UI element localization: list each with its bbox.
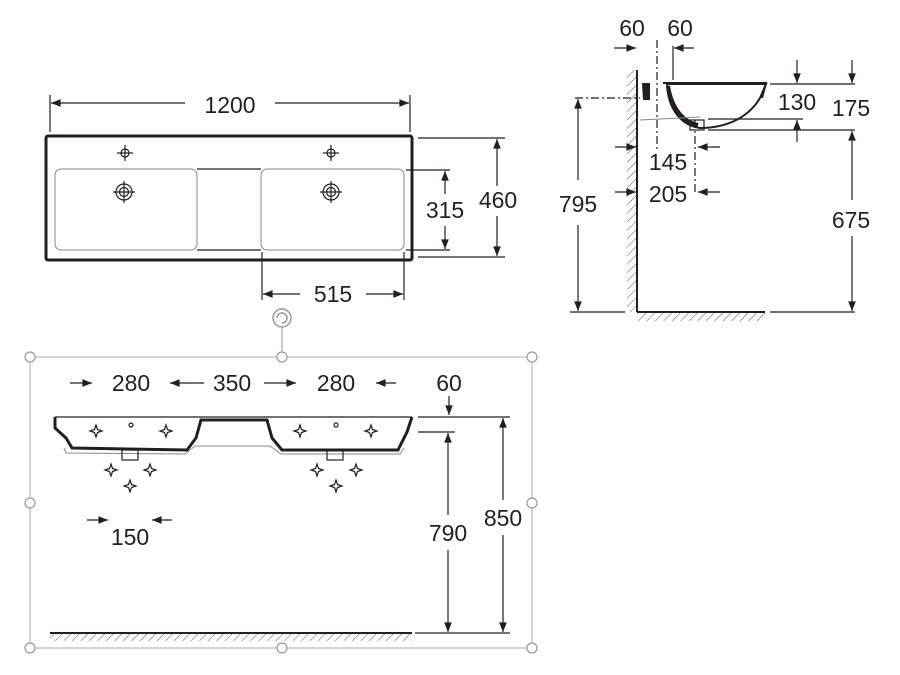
top-view: 1200 460 315 515 <box>44 92 517 307</box>
fixing-point-icon <box>159 424 173 438</box>
fixing-point-icon <box>349 463 363 477</box>
dim-wall-offset-left: 60 <box>619 15 645 41</box>
dim-depth: 460 <box>479 187 517 213</box>
dim-waste-spacing: 150 <box>111 524 149 550</box>
fixing-point-icon <box>89 424 103 438</box>
dim-overall-depth: 175 <box>832 95 870 121</box>
dim-height-790: 790 <box>429 520 467 546</box>
rotate-handle-icon[interactable] <box>272 308 292 357</box>
dim-height-total: 795 <box>559 191 597 217</box>
dim-spacing-center: 350 <box>213 370 251 396</box>
side-view: 60 60 795 130 175 675 145 205 <box>559 15 870 321</box>
dim-height-floor: 675 <box>832 207 870 233</box>
resize-handle[interactable] <box>526 351 538 363</box>
resize-handle[interactable] <box>276 351 288 363</box>
fixing-point-icon <box>104 463 118 477</box>
basin-outline <box>44 134 414 262</box>
left-bowl <box>54 168 198 251</box>
resize-handle[interactable] <box>24 351 36 363</box>
fixing-point-icon <box>143 463 157 477</box>
resize-handle[interactable] <box>276 642 288 654</box>
tap-hole-icon <box>116 144 134 162</box>
dim-spacing-left: 280 <box>112 370 150 396</box>
dim-waste-offset-205: 205 <box>649 181 687 207</box>
dim-spacing-right: 280 <box>317 370 355 396</box>
selection-frame[interactable] <box>29 356 533 649</box>
fixing-point-icon <box>123 479 137 493</box>
dim-basin-width: 515 <box>314 281 352 307</box>
front-view[interactable]: 280 350 280 60 150 790 850 <box>24 351 538 654</box>
dim-width: 1200 <box>204 92 255 118</box>
drain-icon <box>319 180 343 204</box>
fixing-point-icon <box>329 479 343 493</box>
dim-height-850: 850 <box>484 505 522 531</box>
fixing-point-icon <box>364 424 378 438</box>
dim-bowl-depth: 130 <box>778 89 816 115</box>
dim-waste-offset-145: 145 <box>649 149 687 175</box>
dim-wall-offset-right: 60 <box>667 15 693 41</box>
resize-handle[interactable] <box>526 497 538 509</box>
tap-hole-icon <box>322 144 340 162</box>
resize-handle[interactable] <box>526 642 538 654</box>
resize-handle[interactable] <box>24 642 36 654</box>
fixing-point-icon <box>310 463 324 477</box>
drain-icon <box>112 180 136 204</box>
fixing-point-icon <box>293 424 307 438</box>
right-bowl <box>260 168 405 251</box>
dim-basin-depth: 315 <box>426 197 464 223</box>
dim-rim: 60 <box>436 370 462 396</box>
resize-handle[interactable] <box>24 497 36 509</box>
